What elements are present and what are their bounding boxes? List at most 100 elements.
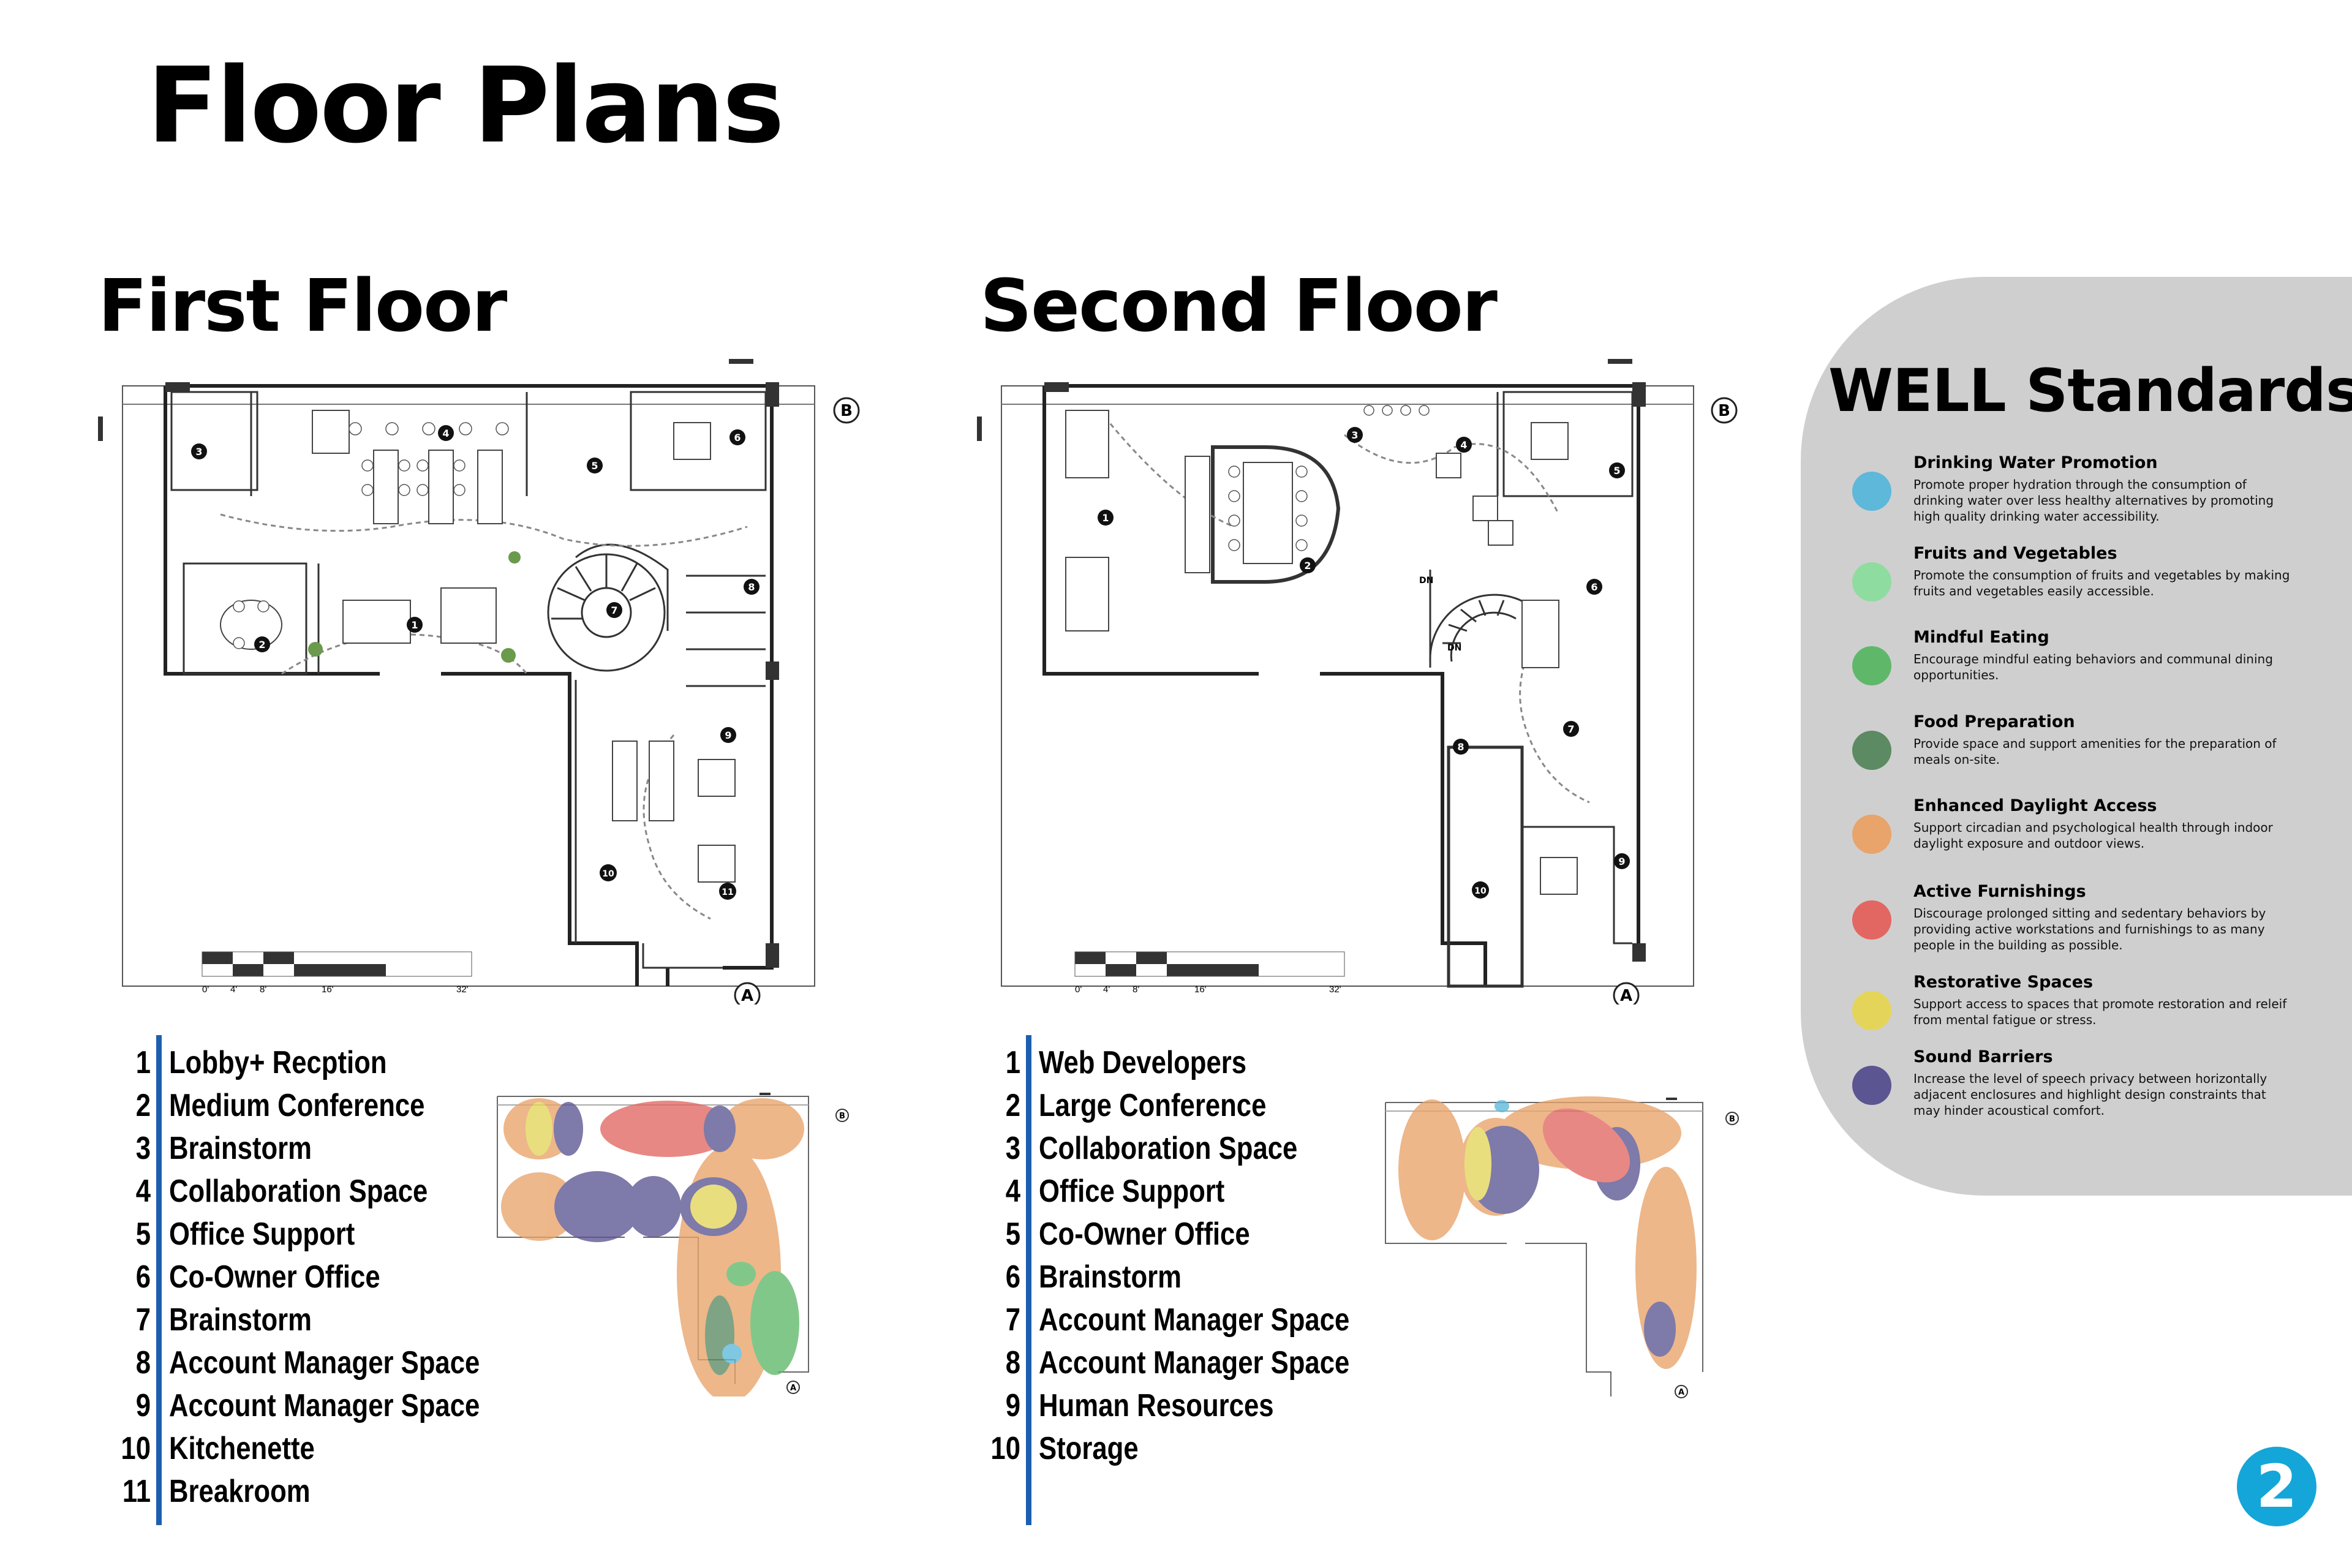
legend-number: 3 [1005,1131,1020,1166]
first-floor-scale-bar: 0' 4' 8' 16' 32' [202,951,472,995]
well-standard-description: Support circadian and psychological heal… [1913,820,2273,851]
svg-text:A: A [790,1384,796,1393]
scale-label-8: 8' [1133,984,1139,995]
legend-room-name: Large Conference [1039,1088,1267,1123]
section-marker-a: A [734,982,761,1005]
well-color-swatch [1852,472,1891,511]
svg-text:10: 10 [602,869,614,879]
well-color-swatch [1852,1066,1891,1105]
well-color-swatch [1852,815,1891,854]
scale-label-0: 0' [1075,984,1082,995]
first-floor-plan: 1 2 3 4 5 6 7 8 9 10 11 B A [98,359,860,1005]
page-title: Floor Plans [147,45,785,167]
well-standard-name: Sound Barriers [1913,1047,2053,1066]
well-standard-name: Drinking Water Promotion [1913,453,2158,472]
legend-number: 7 [135,1302,151,1338]
legend-room-name: Office Support [169,1216,355,1252]
legend-number: 4 [1005,1174,1020,1209]
legend-number: 11 [122,1474,151,1509]
svg-text:A: A [1678,1388,1684,1397]
first-floor-well-overlay: B A [497,1093,849,1396]
svg-text:2: 2 [258,639,265,650]
scale-label-8: 8' [260,984,266,995]
legend-number: 8 [135,1345,151,1381]
scale-label-16: 16' [1194,984,1207,995]
svg-text:A: A [1620,987,1632,1005]
svg-text:B: B [1718,402,1730,420]
svg-text:8: 8 [748,581,755,593]
legend-divider [156,1035,162,1525]
legend-room-name: Brainstorm [169,1131,312,1166]
legend-room-name: Web Developers [1039,1045,1247,1080]
well-standard-name: Active Furnishings [1913,882,2086,901]
legend-number: 3 [135,1131,151,1166]
well-standard-description: Promote proper hydration through the con… [1913,477,2274,524]
legend-number: 2 [135,1088,151,1123]
legend-room-name: Breakroom [169,1474,311,1509]
well-standard-name: Fruits and Vegetables [1913,544,2117,563]
legend-number: 7 [1005,1302,1020,1338]
well-standard-description: Discourage prolonged sitting and sedenta… [1913,906,2266,952]
scale-label-32: 32' [456,984,469,995]
well-standard-description: Encourage mindful eating behaviors and c… [1913,652,2273,682]
svg-text:7: 7 [1567,723,1574,735]
scale-label-0: 0' [202,984,209,995]
svg-text:6: 6 [1591,581,1597,593]
well-standard-name: Mindful Eating [1913,628,2049,647]
well-color-swatch [1852,731,1891,770]
stair-label: DN [1447,643,1461,653]
svg-text:B: B [840,402,853,420]
well-color-swatch [1852,646,1891,685]
section-marker-b: B [833,397,860,424]
svg-text:9: 9 [725,729,731,741]
svg-text:1: 1 [1102,512,1109,524]
legend-number: 5 [1005,1216,1020,1252]
svg-text:10: 10 [1474,886,1487,896]
svg-text:5: 5 [1613,465,1620,477]
legend-number: 5 [135,1216,151,1252]
well-color-swatch [1852,900,1891,940]
legend-room-name: Lobby+ Recption [169,1045,387,1080]
scale-label-32: 32' [1329,984,1341,995]
legend-number: 9 [135,1388,151,1423]
svg-text:B: B [1729,1115,1735,1124]
legend-number: 1 [1005,1045,1020,1080]
legend-number: 9 [1005,1388,1020,1423]
legend-room-name: Medium Conference [169,1088,425,1123]
scale-label-4: 4' [1103,984,1110,995]
svg-text:1: 1 [411,619,418,631]
svg-text:9: 9 [1618,856,1625,867]
page-number-badge: 2 [2237,1447,2316,1526]
legend-number: 4 [135,1174,151,1209]
svg-text:7: 7 [611,605,617,616]
legend-divider [1026,1035,1031,1525]
svg-text:3: 3 [1351,429,1358,441]
section-marker-b: B [1711,397,1738,424]
legend-room-name: Account Manager Space [169,1345,480,1381]
svg-text:4: 4 [1460,439,1467,451]
legend-room-name: Account Manager Space [1039,1345,1350,1381]
second-floor-scale-bar: 0' 4' 8' 16' 32' [1074,951,1345,995]
legend-room-name: Brainstorm [1039,1259,1182,1295]
scale-label-4: 4' [230,984,237,995]
well-standard-description: Increase the level of speech privacy bet… [1913,1071,2267,1118]
legend-number: 10 [121,1431,151,1466]
legend-number: 8 [1005,1345,1020,1381]
legend-room-name: Co-Owner Office [1039,1216,1250,1252]
svg-text:B: B [839,1112,845,1121]
svg-text:3: 3 [195,446,202,458]
well-standard-name: Restorative Spaces [1913,973,2094,992]
svg-text:5: 5 [591,460,598,472]
well-color-swatch [1852,562,1891,601]
svg-text:11: 11 [722,888,733,897]
well-standard-description: Promote the consumption of fruits and ve… [1913,568,2290,598]
second-floor-plan: 1 2 3 4 5 6 7 8 9 10 DN DN B A [977,359,1738,1005]
well-standard-description: Support access to spaces that promote re… [1913,997,2287,1027]
